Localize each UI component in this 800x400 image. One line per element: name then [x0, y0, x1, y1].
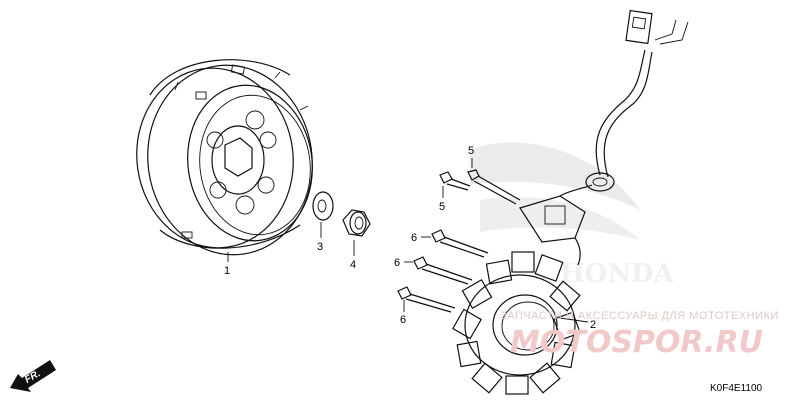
bolt-mid-a-part	[421, 229, 489, 258]
callout-bolt-lower: 6	[400, 314, 406, 326]
callout-bolt-mid-b: 6	[394, 257, 400, 269]
callout-bolt-upper-b: 5	[439, 201, 445, 213]
watermark-tagline: ЗАПЧАСТИ И АКСЕССУАРЫ ДЛЯ МОТОТЕХНИКИ	[500, 310, 779, 322]
watermark-logo-mark: HONDA	[560, 259, 675, 289]
watermark-logo: HONDA	[470, 142, 675, 289]
callout-washer: 3	[317, 241, 323, 253]
bolt-upper-b-part	[439, 171, 471, 198]
bolt-lower-part	[397, 286, 456, 313]
bolt-upper-part	[467, 158, 521, 205]
watermark-brand: MOTOSPOR.RU	[510, 325, 763, 360]
washer-part	[312, 191, 334, 238]
front-direction-indicator: FR.	[10, 360, 56, 392]
flywheel-part	[136, 59, 313, 262]
bolt-mid-b-part	[404, 256, 473, 285]
stator-part	[452, 9, 689, 395]
callout-stator: 2	[590, 319, 596, 331]
nut-part	[342, 209, 371, 256]
callout-nut: 4	[350, 259, 356, 271]
diagram-part-code: K0F4E1100	[710, 383, 763, 394]
callout-flywheel: 1	[224, 265, 230, 277]
callout-bolt-mid-a: 6	[411, 232, 417, 244]
callout-bolt-upper: 5	[468, 145, 474, 157]
